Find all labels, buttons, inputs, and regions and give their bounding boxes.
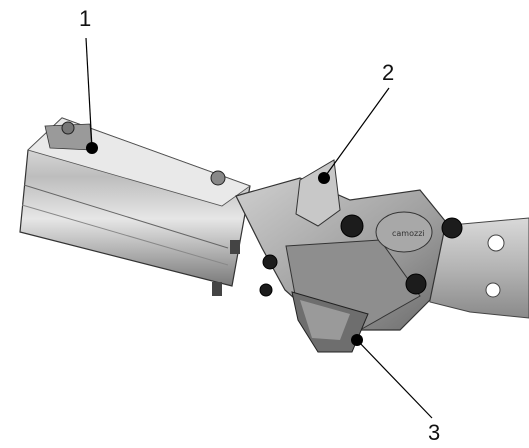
leader-line-2 <box>323 87 390 179</box>
callout-markers <box>85 37 433 419</box>
leader-line-1 <box>85 37 93 149</box>
pneumatic-cylinder <box>19 117 251 296</box>
bolt-heads <box>259 214 463 297</box>
callout-label-2: 2 <box>382 60 395 85</box>
clamp-jaw <box>291 291 369 353</box>
callout-label-3: 3 <box>428 420 441 445</box>
leader-line-3 <box>356 339 433 419</box>
plate-marking: camozzi <box>392 229 425 238</box>
callout-label-1: 1 <box>79 6 92 31</box>
